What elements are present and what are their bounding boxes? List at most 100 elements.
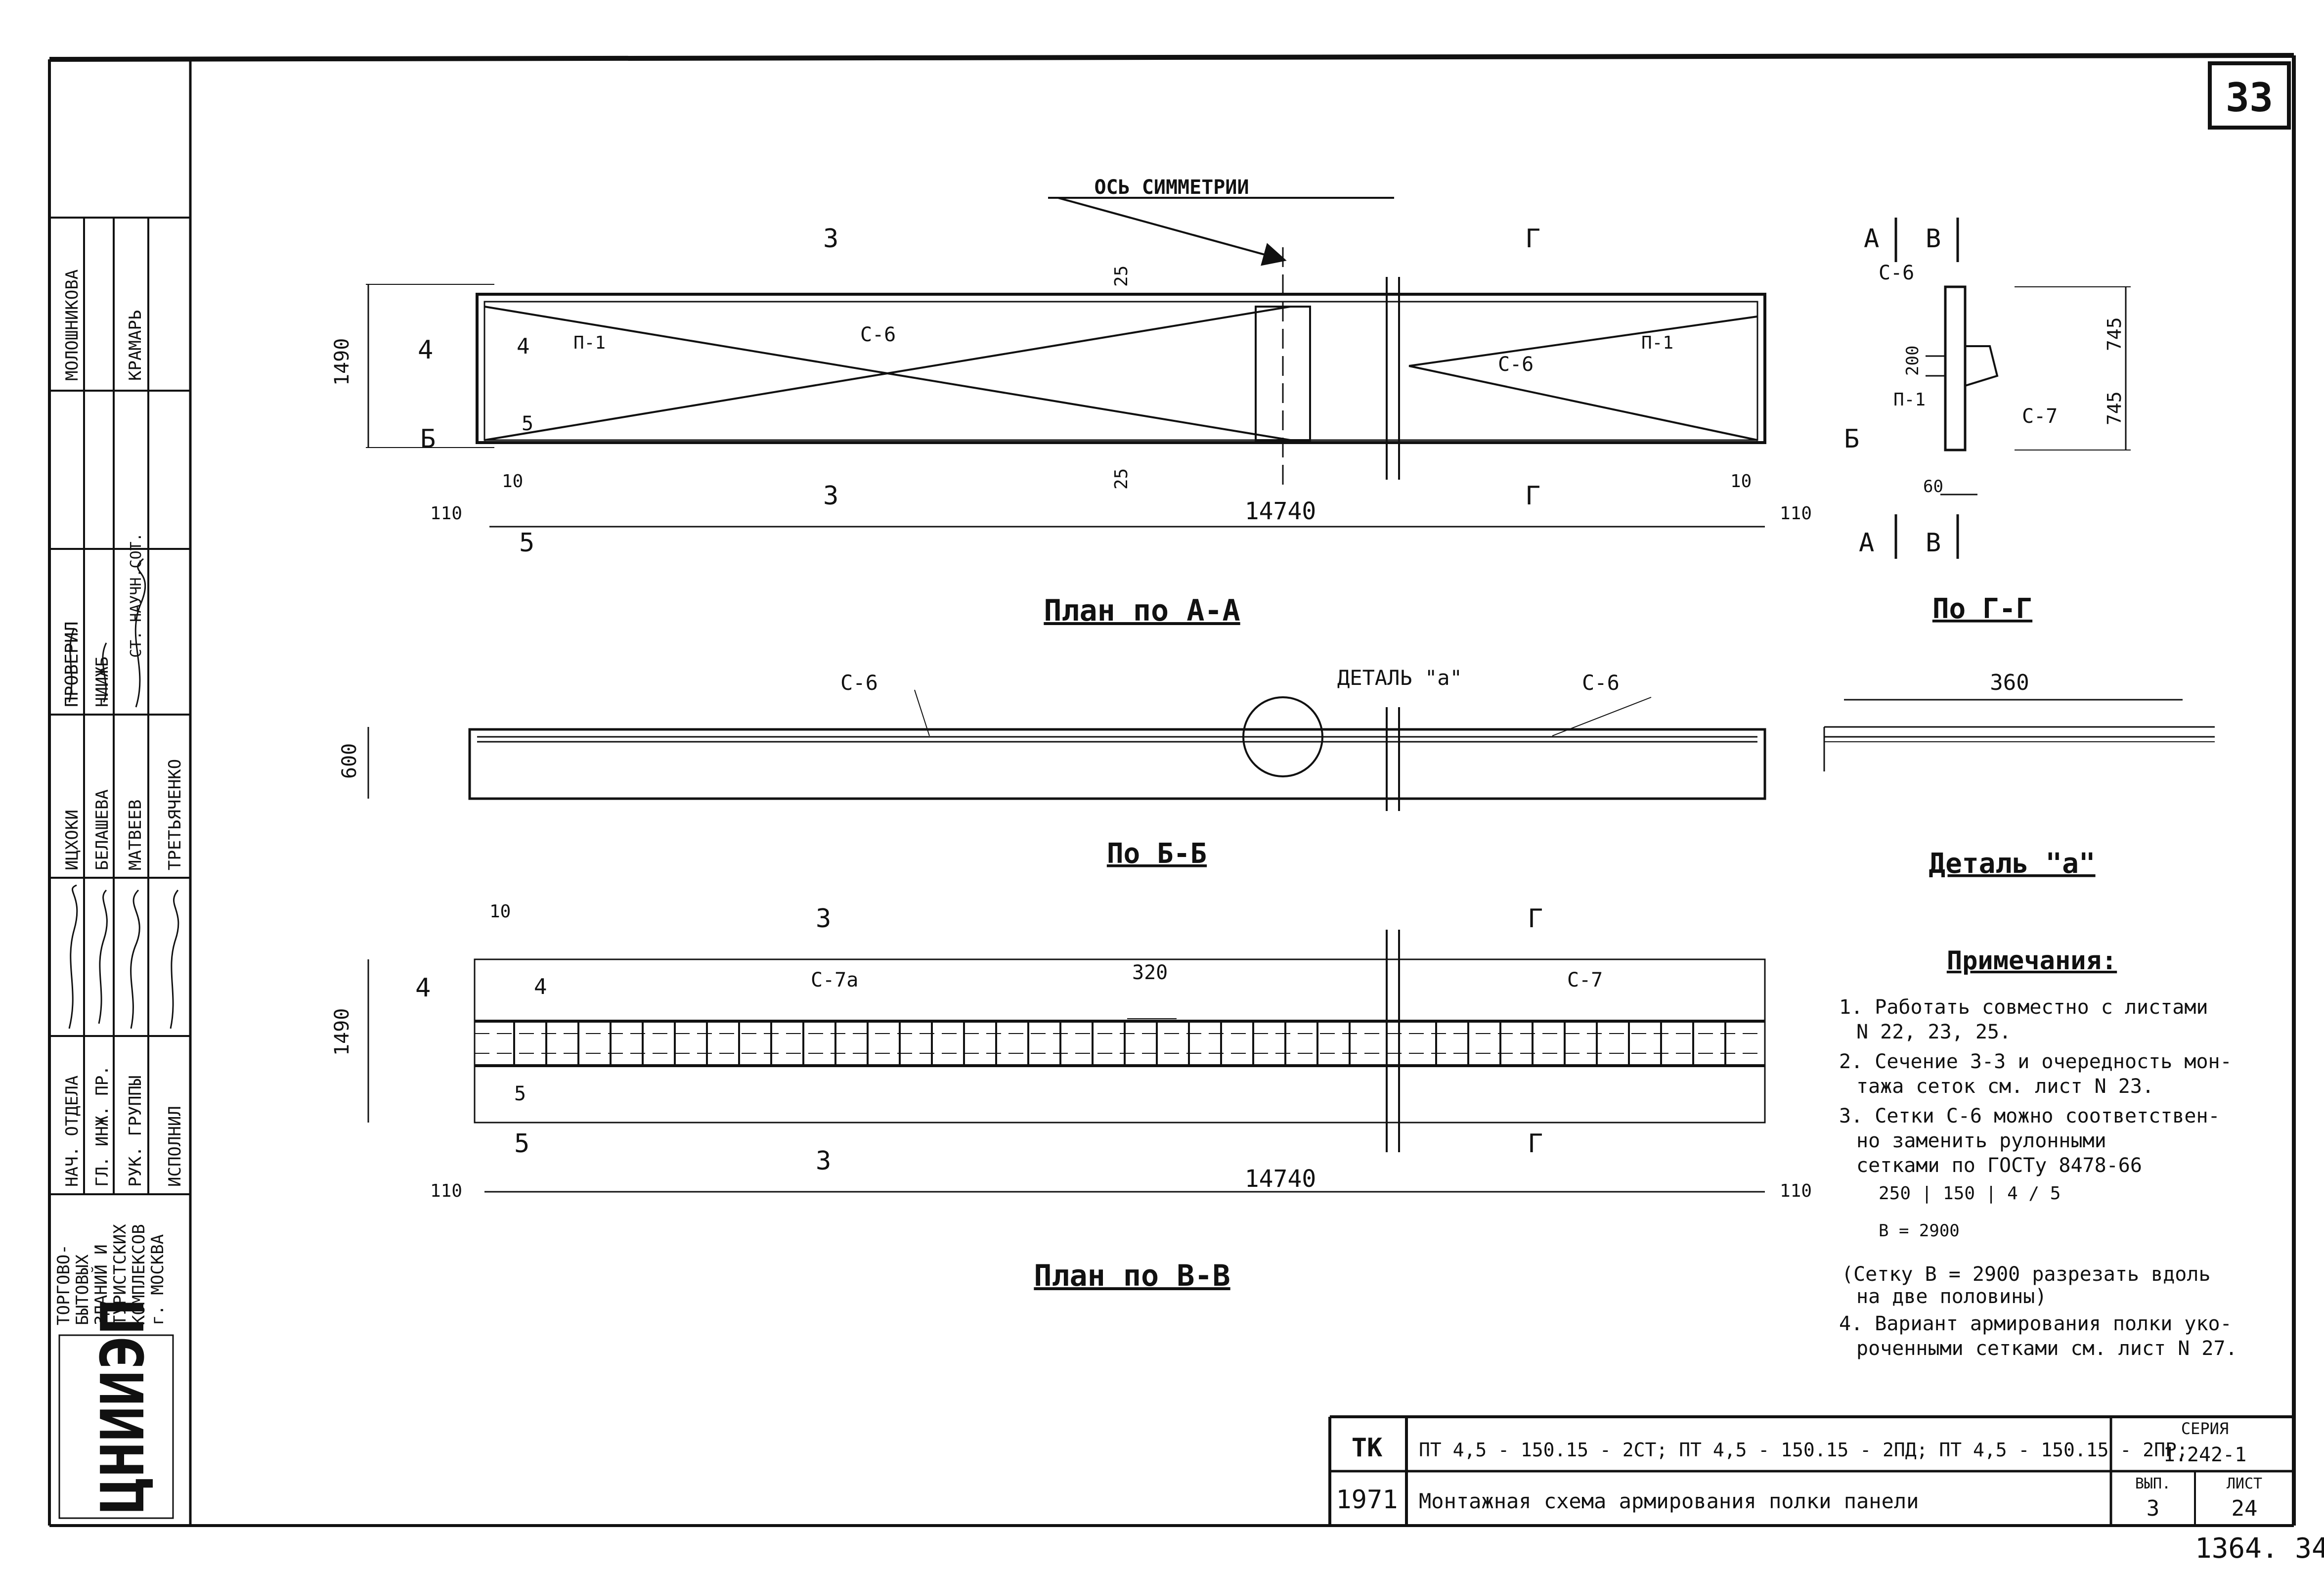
section-gg-title: По Г-Г [1932, 593, 2032, 625]
svg-text:С-6: С-6 [860, 323, 896, 346]
svg-text:С-7а: С-7а [811, 969, 858, 991]
detail-a [1823, 699, 2215, 771]
svg-text:ТУРИСТСКИХ: ТУРИСТСКИХ [110, 1224, 130, 1325]
plan-bb [367, 689, 1766, 811]
logo-text: ЦНИИЭП [89, 1299, 158, 1513]
svg-text:N 22, 23, 25.: N 22, 23, 25. [1856, 1021, 2011, 1043]
svg-text:г. МОСКВА: г. МОСКВА [148, 1234, 168, 1325]
svg-text:60: 60 [1923, 477, 1943, 496]
svg-text:ЛИСТ: ЛИСТ [2227, 1475, 2262, 1492]
svg-text:14740: 14740 [1245, 497, 1316, 525]
bottom-note: 1364. 34 [2195, 1532, 2324, 1565]
svg-text:3: 3 [816, 1146, 831, 1176]
svg-text:ТРЕТЬЯЧЕНКО: ТРЕТЬЯЧЕНКО [165, 759, 185, 870]
plan-vv-labels: 1490 С-7а С-7 320 10 110 110 14740 4 4 3… [331, 901, 1812, 1293]
svg-text:ГЛ. ИНЖ. ПР.: ГЛ. ИНЖ. ПР. [92, 1065, 112, 1187]
svg-text:БЫТОВЫХ: БЫТОВЫХ [73, 1254, 92, 1325]
names: ИЦХОКИ БЕЛАШЕВА МАТВЕЕВ ТРЕТЬЯЧЕНКО ПРОВ… [62, 270, 185, 870]
svg-text:РУК. ГРУППЫ: РУК. ГРУППЫ [126, 1076, 145, 1187]
svg-text:1490: 1490 [331, 1008, 353, 1056]
svg-text:4: 4 [415, 973, 431, 1003]
svg-text:ИЦХОКИ: ИЦХОКИ [62, 810, 82, 870]
svg-text:1490: 1490 [331, 338, 353, 386]
svg-text:(Сетку B = 2900 разрезать вдол: (Сетку B = 2900 разрезать вдоль [1842, 1263, 2211, 1286]
svg-text:А: А [1864, 224, 1879, 254]
svg-text:1971: 1971 [1336, 1485, 1398, 1515]
svg-text:200: 200 [1903, 346, 1923, 376]
svg-text:на две половины): на две половины) [1856, 1285, 2047, 1308]
title-block [1328, 1415, 2294, 1526]
svg-text:сетками по ГОСТу 8478-66: сетками по ГОСТу 8478-66 [1856, 1154, 2142, 1177]
svg-text:СЕРИЯ: СЕРИЯ [2181, 1419, 2229, 1438]
svg-text:4. Вариант армирования полки у: 4. Вариант армирования полки уко- [1839, 1312, 2232, 1335]
plan-aa-labels: ОСЬ СИММЕТРИИ 1490 14740 25 25 10 10 110… [331, 176, 1812, 628]
svg-text:5: 5 [522, 412, 533, 435]
signatures [68, 558, 179, 1029]
svg-text:тажа сеток см. лист N 23.: тажа сеток см. лист N 23. [1856, 1075, 2154, 1098]
svg-text:250 | 150 | 4 / 5: 250 | 150 | 4 / 5 [1879, 1183, 2061, 1204]
sheet-number-box: 33 [2208, 61, 2291, 130]
svg-text:С-6: С-6 [1582, 671, 1620, 695]
svg-text:НАЧ. ОТДЕЛА: НАЧ. ОТДЕЛА [62, 1076, 82, 1187]
org-block: ТОРГОВО- БЫТОВЫХ ЗДАНИЙ И ТУРИСТСКИХ КОМ… [54, 1224, 168, 1325]
detail-a-title: Деталь "а" [1929, 848, 2095, 880]
notes: Примечания: 1. Работать совместно с лист… [1839, 946, 2237, 1360]
symmetry-axis-label: ОСЬ СИММЕТРИИ [1094, 176, 1249, 199]
plan-aa [366, 197, 1766, 528]
svg-text:НИИЖБ: НИИЖБ [92, 657, 112, 707]
svg-text:25: 25 [1111, 266, 1132, 287]
svg-text:3. Сетки С-6 можно соответстве: 3. Сетки С-6 можно соответствен- [1839, 1105, 2220, 1127]
svg-text:4: 4 [517, 334, 530, 359]
svg-text:3: 3 [823, 481, 838, 511]
svg-text:МАТВЕЕВ: МАТВЕЕВ [126, 800, 145, 870]
svg-text:Г: Г [1525, 481, 1540, 511]
section-gg [1894, 218, 2131, 559]
svg-text:B = 2900: B = 2900 [1879, 1221, 1960, 1241]
svg-text:П-1: П-1 [1641, 333, 1673, 353]
svg-text:КОМПЛЕКСОВ: КОМПЛЕКСОВ [129, 1224, 149, 1325]
svg-text:но заменить рулонными: но заменить рулонными [1856, 1129, 2106, 1152]
sheet-frame [48, 53, 2296, 1527]
svg-text:110: 110 [1780, 1181, 1812, 1201]
svg-text:110: 110 [430, 503, 462, 524]
svg-text:С-7: С-7 [2022, 405, 2058, 428]
notes-title: Примечания: [1947, 946, 2117, 976]
svg-text:ДЕТАЛЬ "а": ДЕТАЛЬ "а" [1337, 666, 1462, 690]
svg-text:КРАМАРЬ: КРАМАРЬ [126, 310, 145, 381]
svg-text:3: 3 [823, 224, 838, 254]
title-block-text: ТК 1971 ПТ 4,5 - 150.15 - 2СТ; ПТ 4,5 - … [1336, 1419, 2262, 1521]
svg-text:360: 360 [1990, 670, 2029, 695]
detail-a-labels: 360 Деталь "а" [1929, 670, 2095, 880]
svg-text:745: 745 [2104, 317, 2125, 351]
svg-text:ТОРГОВО-: ТОРГОВО- [54, 1244, 74, 1325]
sheet-number: 33 [2226, 75, 2273, 121]
plan-vv [367, 930, 1766, 1193]
svg-text:110: 110 [1780, 503, 1812, 524]
svg-text:25: 25 [1111, 468, 1132, 490]
svg-text:600: 600 [338, 743, 361, 779]
svg-text:С-6: С-6 [840, 671, 878, 695]
svg-text:3: 3 [816, 904, 831, 934]
svg-text:роченными сетками см. лист N 2: роченными сетками см. лист N 27. [1856, 1337, 2237, 1360]
svg-text:А: А [1859, 528, 1874, 558]
svg-text:14740: 14740 [1245, 1165, 1316, 1193]
side-stamp [49, 217, 190, 1195]
svg-text:4: 4 [418, 335, 433, 365]
svg-text:ПТ 4,5 - 150.15 - 2СТ; ПТ 4,5: ПТ 4,5 - 150.15 - 2СТ; ПТ 4,5 - 150.15 -… [1419, 1439, 2188, 1461]
section-gg-labels: А В А В С-6 С-7 П-1 Б 200 745 745 60 По … [1844, 224, 2125, 625]
plan-vv-title: План по В-В [1034, 1259, 1230, 1293]
svg-text:СТ. НАУЧН.СОТ.: СТ. НАУЧН.СОТ. [128, 533, 145, 658]
svg-text:3: 3 [2147, 1496, 2160, 1521]
svg-text:Г: Г [1528, 1129, 1543, 1159]
svg-text:5: 5 [514, 1082, 526, 1105]
svg-text:С-7: С-7 [1567, 969, 1603, 991]
svg-text:24: 24 [2232, 1496, 2258, 1521]
sheet-title: Монтажная схема армирования полки панели [1419, 1489, 1919, 1513]
svg-text:В: В [1926, 528, 1941, 558]
svg-text:БЕЛАШЕВА: БЕЛАШЕВА [92, 789, 112, 870]
svg-text:Б: Б [420, 424, 436, 454]
svg-text:ЗДАНИЙ И: ЗДАНИЙ И [91, 1244, 111, 1325]
plan-aa-title: План по А-А [1044, 593, 1240, 628]
svg-text:ВЫП.: ВЫП. [2135, 1475, 2171, 1492]
plan-bb-title: По Б-Б [1107, 838, 1207, 870]
